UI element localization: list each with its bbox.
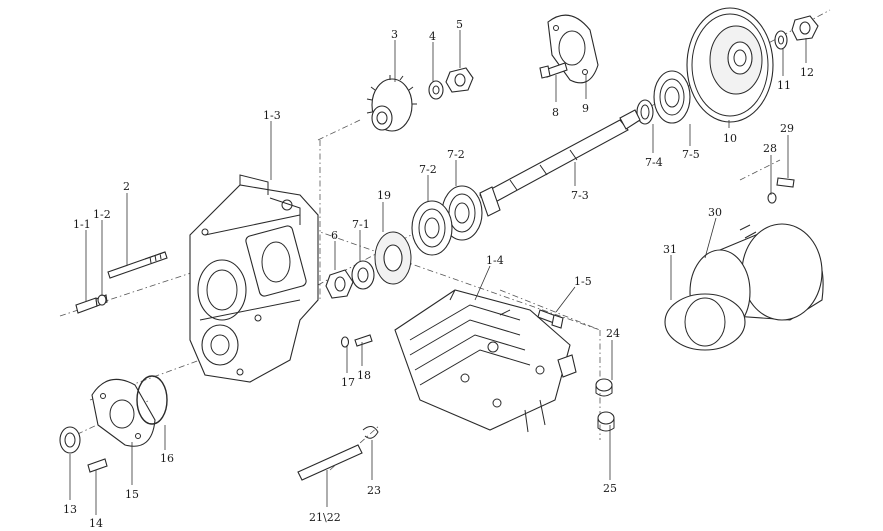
oil-seal-part xyxy=(59,426,81,454)
flange-plate-part xyxy=(91,378,156,447)
callout-1-3: 1-3 xyxy=(263,109,281,122)
shaft-part xyxy=(479,109,641,217)
callout-18: 18 xyxy=(357,369,371,382)
callout-11: 11 xyxy=(777,79,791,92)
callout-7-2-right: 7-2 xyxy=(447,148,465,161)
washer-part xyxy=(97,294,107,306)
callout-1-5: 1-5 xyxy=(574,275,592,288)
callout-7-1: 7-1 xyxy=(352,218,370,231)
nut-part xyxy=(325,269,354,299)
callout-21-22: 21\22 xyxy=(309,511,341,524)
nut-part xyxy=(445,67,474,93)
callout-16: 16 xyxy=(160,452,174,465)
callout-31: 31 xyxy=(663,243,677,256)
drive-hub-part xyxy=(664,223,824,351)
callout-7-3: 7-3 xyxy=(571,189,589,202)
callout-24: 24 xyxy=(606,327,620,340)
callout-4: 4 xyxy=(429,30,436,43)
callout-28: 28 xyxy=(763,142,777,155)
callout-8: 8 xyxy=(552,106,559,119)
bolt-part xyxy=(87,458,108,473)
callout-2: 2 xyxy=(123,180,130,193)
o-ring-part xyxy=(136,375,168,425)
callout-19: 19 xyxy=(377,189,391,202)
callout-7-5: 7-5 xyxy=(682,148,700,161)
washer-part xyxy=(767,192,777,204)
callout-15: 15 xyxy=(125,488,139,501)
callout-1-1: 1-1 xyxy=(73,218,91,231)
bolt-part xyxy=(539,62,568,79)
callout-25: 25 xyxy=(603,482,617,495)
ball-bearing-part xyxy=(653,70,691,124)
callout-23: 23 xyxy=(367,484,381,497)
callout-9: 9 xyxy=(582,102,589,115)
callout-7-2-left: 7-2 xyxy=(419,163,437,176)
plug-part xyxy=(595,378,613,397)
callout-5: 5 xyxy=(456,18,463,31)
spacer-part xyxy=(351,260,375,290)
washer-part xyxy=(428,80,444,100)
washer-part xyxy=(774,30,788,50)
callout-7-4: 7-4 xyxy=(645,156,663,169)
callout-1-4: 1-4 xyxy=(486,254,504,267)
snap-ring-part xyxy=(636,99,654,125)
gear-housing-part xyxy=(189,174,319,383)
callout-10: 10 xyxy=(723,132,737,145)
callout-17: 17 xyxy=(341,376,355,389)
callout-12: 12 xyxy=(800,66,814,79)
leader-lines xyxy=(69,30,807,515)
ball-bearing-part xyxy=(411,200,453,256)
pin-part xyxy=(297,444,363,481)
callout-30: 30 xyxy=(708,206,722,219)
clip-part xyxy=(362,426,379,439)
callout-13: 13 xyxy=(63,503,77,516)
stud-part xyxy=(107,251,168,279)
plug-part xyxy=(597,411,615,432)
callout-6: 6 xyxy=(331,229,338,242)
pinion-gear-part xyxy=(366,75,417,132)
callout-14: 14 xyxy=(89,517,103,530)
callout-1-2: 1-2 xyxy=(93,208,111,221)
bolt-part xyxy=(354,334,373,347)
large-gear-part xyxy=(686,7,774,123)
oil-seal-part xyxy=(374,231,412,285)
pump-body-part xyxy=(394,289,577,433)
washer-part xyxy=(340,336,350,348)
bolt-part xyxy=(776,177,795,188)
callout-29: 29 xyxy=(780,122,794,135)
callout-3: 3 xyxy=(391,28,398,41)
bolt-part xyxy=(537,309,564,329)
nut-part xyxy=(791,15,819,41)
callout-labels: 1-1 1-2 2 1-3 3 4 5 8 9 10 11 12 7-4 7-5… xyxy=(63,18,814,530)
